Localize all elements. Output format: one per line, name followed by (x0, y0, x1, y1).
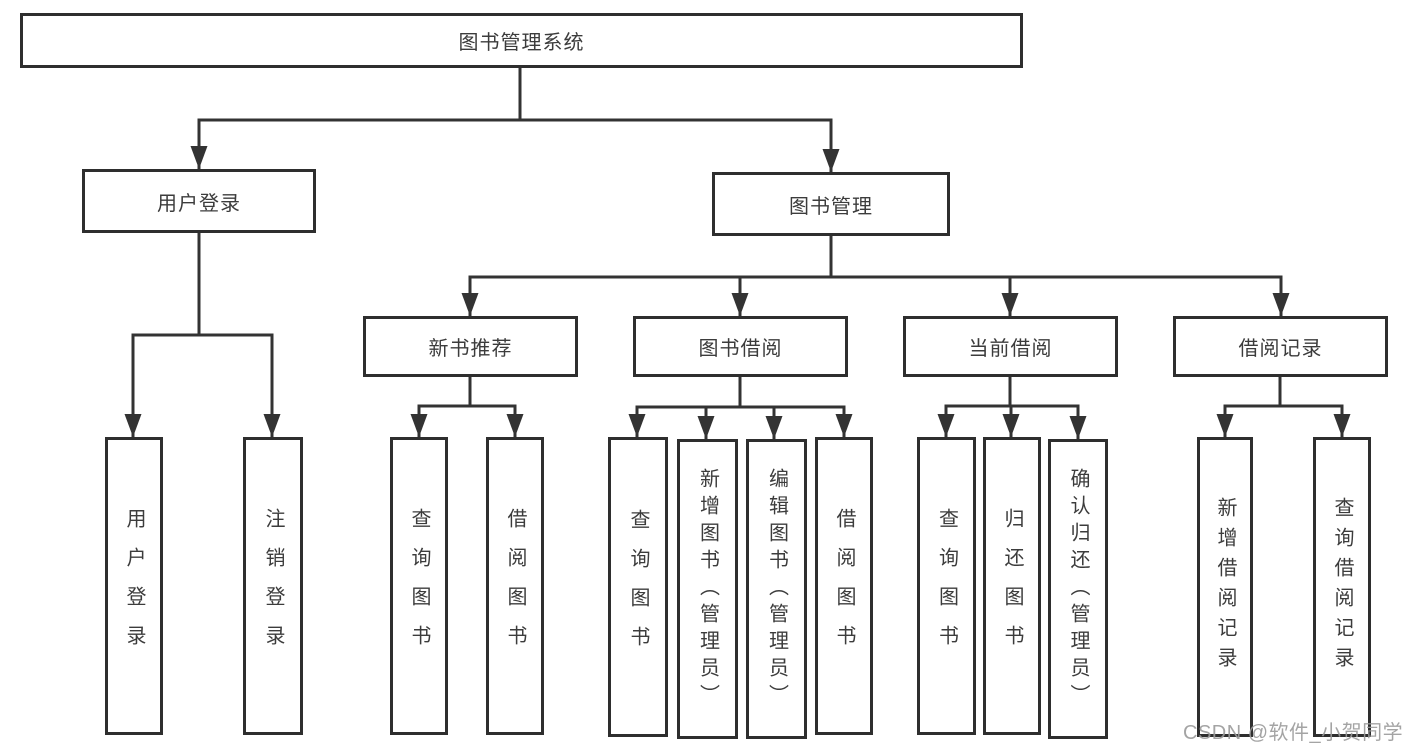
node-book-management: 图书管理 (712, 172, 950, 236)
leaf-logout: 注销登录 (243, 437, 303, 735)
node-new-book-recommendation: 新书推荐 (363, 316, 578, 377)
node-user-login: 用户登录 (82, 169, 316, 233)
node-current-borrowing: 当前借阅 (903, 316, 1118, 377)
leaf-query-books-recommend: 查询图书 (390, 437, 448, 735)
leaf-borrow-books: 借阅图书 (815, 437, 873, 735)
leaf-query-borrow-record: 查询借阅记录 (1313, 437, 1371, 737)
csdn-watermark: CSDN @软件_小贺同学 (1183, 722, 1404, 744)
node-book-borrowing: 图书借阅 (633, 316, 848, 377)
leaf-confirm-return-admin: 确认归还（管理员） (1048, 439, 1108, 739)
leaf-query-books-borrow: 查询图书 (608, 437, 668, 737)
leaf-return-books: 归还图书 (983, 437, 1041, 735)
leaf-borrow-books-recommend: 借阅图书 (486, 437, 544, 735)
node-borrowing-records: 借阅记录 (1173, 316, 1388, 377)
leaf-user-login: 用户登录 (105, 437, 163, 735)
leaf-add-books-admin: 新增图书（管理员） (677, 439, 738, 739)
leaf-query-books-current: 查询图书 (917, 437, 976, 735)
leaf-edit-books-admin: 编辑图书（管理员） (746, 439, 807, 739)
node-library-management-system: 图书管理系统 (20, 13, 1023, 68)
leaf-add-borrow-record: 新增借阅记录 (1197, 437, 1253, 737)
